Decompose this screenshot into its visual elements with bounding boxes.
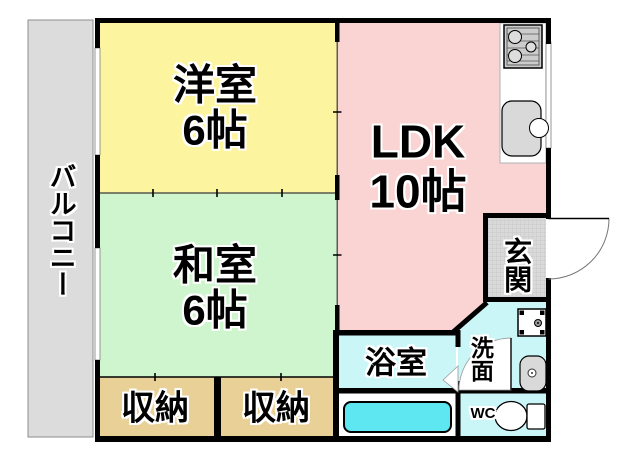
walls: [95, 18, 551, 442]
washbasin-icon: [519, 355, 547, 392]
japanese-room-size: 6帖: [182, 287, 248, 334]
bathroom-area: [337, 332, 456, 390]
ldk-name: LDK: [370, 115, 466, 168]
japanese-room-label: 和室 6帖: [172, 241, 258, 334]
gas-stove-icon: [503, 24, 543, 69]
western-room-name: 洋室: [172, 61, 258, 109]
entrance-door-swing-icon: [548, 217, 610, 280]
storage-left-label: 収納: [121, 389, 189, 428]
storage-left-area: [100, 377, 214, 437]
kitchen-sink-icon: [501, 100, 549, 157]
western-room-label: 洋室 6帖: [172, 61, 258, 154]
balcony-label: バルコニー: [45, 162, 76, 298]
washroom-label: 洗面: [467, 336, 494, 382]
ldk-size: 10帖: [369, 165, 467, 217]
entrance-label: 玄関: [501, 237, 533, 293]
storage-right-label: 収納: [242, 389, 310, 428]
washing-machine-pan-icon: [517, 308, 547, 337]
western-room-size: 6帖: [182, 107, 248, 154]
toilet-icon: [494, 400, 546, 432]
wc-label: WC: [470, 404, 496, 422]
storage-right-area: [221, 377, 335, 437]
western-room-area: [97, 20, 337, 193]
bath-door-wedge-icon: [442, 365, 459, 393]
entrance-texture: [488, 218, 546, 297]
wc-door-swing-icon: [458, 337, 512, 391]
diagonal-wall: [450, 300, 489, 335]
partition-ticks: [152, 111, 342, 381]
bathtub-icon: [343, 401, 452, 433]
japanese-room-area: [97, 193, 337, 377]
bathroom-label: 浴室: [365, 345, 427, 381]
balcony-area: [27, 19, 94, 438]
japanese-room-name: 和室: [172, 241, 258, 289]
ldk-label: LDK 10帖: [369, 117, 466, 216]
